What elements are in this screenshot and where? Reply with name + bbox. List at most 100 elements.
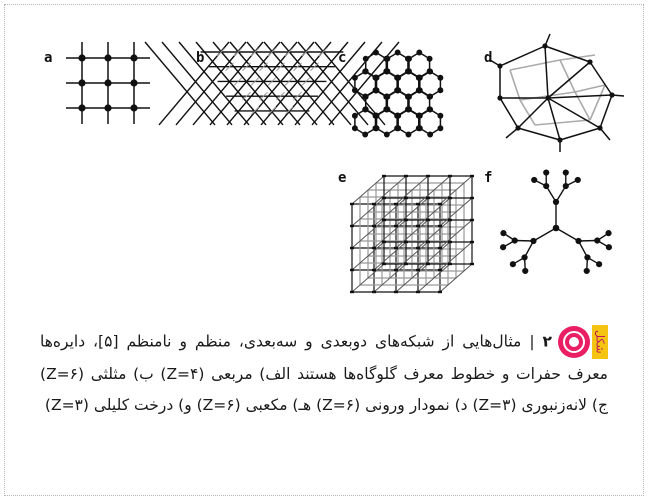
bond [178,41,250,126]
node [557,137,563,143]
grid-tick [267,77,277,86]
grid-tick [301,77,311,86]
grid-tick [301,47,311,57]
hexagonal-lattice [351,49,444,138]
grid-tick [225,62,234,72]
bond [439,263,473,293]
cubic-lattice [350,174,474,294]
node [500,230,507,237]
figure-caption: شکل ۲ | مثال‌هایی از شبکه‌های دوبعدی و س… [40,325,608,421]
caption-text: مثال‌هایی از شبکه‌های دوبعدی و سه‌بعدی، … [40,332,608,415]
node [130,54,138,62]
node [395,112,402,119]
grid-tick [284,47,294,57]
panel-c: c [338,49,444,138]
node [426,93,433,100]
bond [517,97,549,129]
bond [589,61,613,96]
bond [547,61,591,99]
node [78,104,86,112]
bond [547,97,601,129]
node [405,68,412,75]
bond [505,127,519,139]
bond [280,41,352,126]
dual-edge [509,59,561,71]
panel-a: a [44,42,150,124]
node [362,55,369,62]
bond [577,240,589,258]
node [515,125,521,131]
node [130,104,138,112]
grid-tick [242,91,251,101]
node [373,49,379,56]
bond [559,127,601,141]
bond [544,45,591,63]
bond [351,197,385,227]
node [426,55,433,62]
grid-tick [293,62,302,72]
bond [599,127,611,141]
bond [417,219,451,249]
node [416,74,423,81]
node [605,244,613,251]
bond [395,175,429,205]
node [543,169,550,176]
node [437,87,444,94]
dual-edge [589,84,606,121]
triangular-lattice [144,41,400,126]
node [395,74,402,81]
bond [373,263,407,293]
bond [547,94,613,99]
caption-separator: | [529,332,535,351]
node [497,95,503,101]
node [362,106,369,113]
bond [373,175,407,205]
node [427,131,434,138]
panel-label-a: a [44,50,52,66]
node [596,261,603,268]
bond [439,197,473,227]
bond [351,263,385,293]
bond [417,175,451,205]
bond [555,227,579,242]
figure-frame [4,4,644,496]
node [522,267,529,275]
node [395,125,402,132]
bond [439,175,473,205]
node [373,87,379,94]
bond [195,41,267,126]
panel-label-b: b [196,50,204,66]
panel-d: d [484,33,625,152]
dual-edge [534,119,591,126]
grid-tick [250,77,260,86]
grid-tick [242,62,251,72]
panel-label-c: c [338,50,346,66]
node [383,68,390,75]
grid-tick [250,106,260,116]
panel-f: f [484,169,613,275]
bond [499,97,519,129]
node [562,169,569,176]
bond [212,41,284,126]
bond [517,127,561,141]
grid-tick [284,106,294,116]
bond [533,227,557,242]
square-lattice [66,42,150,124]
grid-tick [259,91,268,101]
badge-word: شکل [592,325,608,359]
node [416,112,423,119]
node [351,87,358,94]
node [104,54,112,62]
bond [314,41,386,126]
node [394,49,401,56]
node [542,43,548,49]
dual-edge [519,99,536,126]
bond [373,219,407,249]
panel-e: e [338,170,474,294]
hex-cell [419,108,442,136]
node [394,87,401,94]
bond [263,41,335,126]
node [384,55,391,62]
bond [599,94,613,129]
bond [229,41,301,126]
